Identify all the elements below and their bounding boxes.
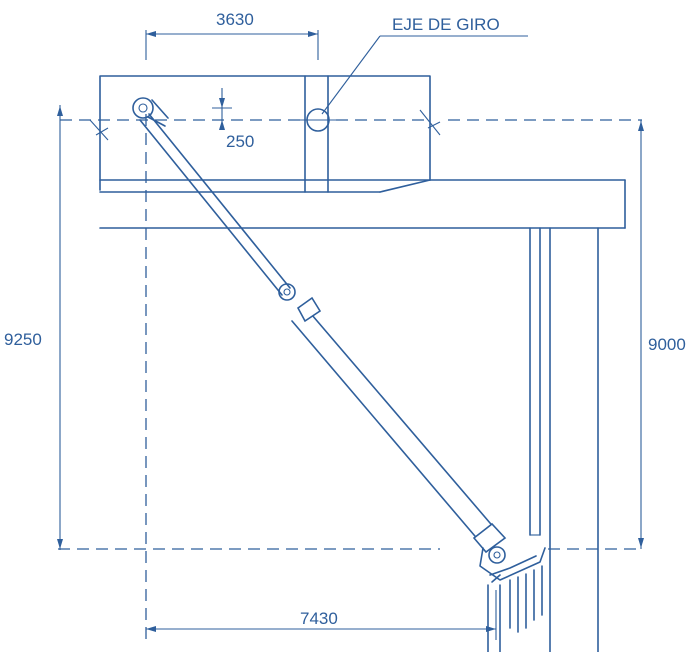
pivot-axis-label: EJE DE GIRO bbox=[392, 15, 500, 34]
dim-right-height bbox=[419, 109, 644, 549]
pivot-axis-circle bbox=[300, 108, 336, 132]
mid-joint bbox=[278, 283, 296, 301]
dim-right-height-label: 9000 bbox=[648, 335, 686, 354]
horizontal-beam bbox=[99, 179, 626, 229]
pivot-axis-leader bbox=[321, 35, 528, 115]
top-pin-joint bbox=[132, 97, 169, 127]
vertical-column bbox=[529, 227, 599, 652]
dim-pin-offset-label: 250 bbox=[226, 132, 254, 151]
dim-left-height bbox=[57, 105, 109, 550]
hydraulic-cylinder bbox=[139, 113, 507, 554]
upper-housing bbox=[99, 75, 431, 193]
dim-top-width bbox=[145, 30, 319, 60]
dim-top-width-label: 3630 bbox=[216, 10, 254, 29]
centerlines bbox=[58, 114, 642, 640]
bottom-clevis bbox=[479, 546, 546, 652]
dim-pin-offset bbox=[212, 88, 232, 130]
dim-bottom-width-label: 7430 bbox=[300, 609, 338, 628]
dim-left-height-label: 9250 bbox=[4, 330, 42, 349]
dim-bottom-width bbox=[146, 590, 497, 640]
